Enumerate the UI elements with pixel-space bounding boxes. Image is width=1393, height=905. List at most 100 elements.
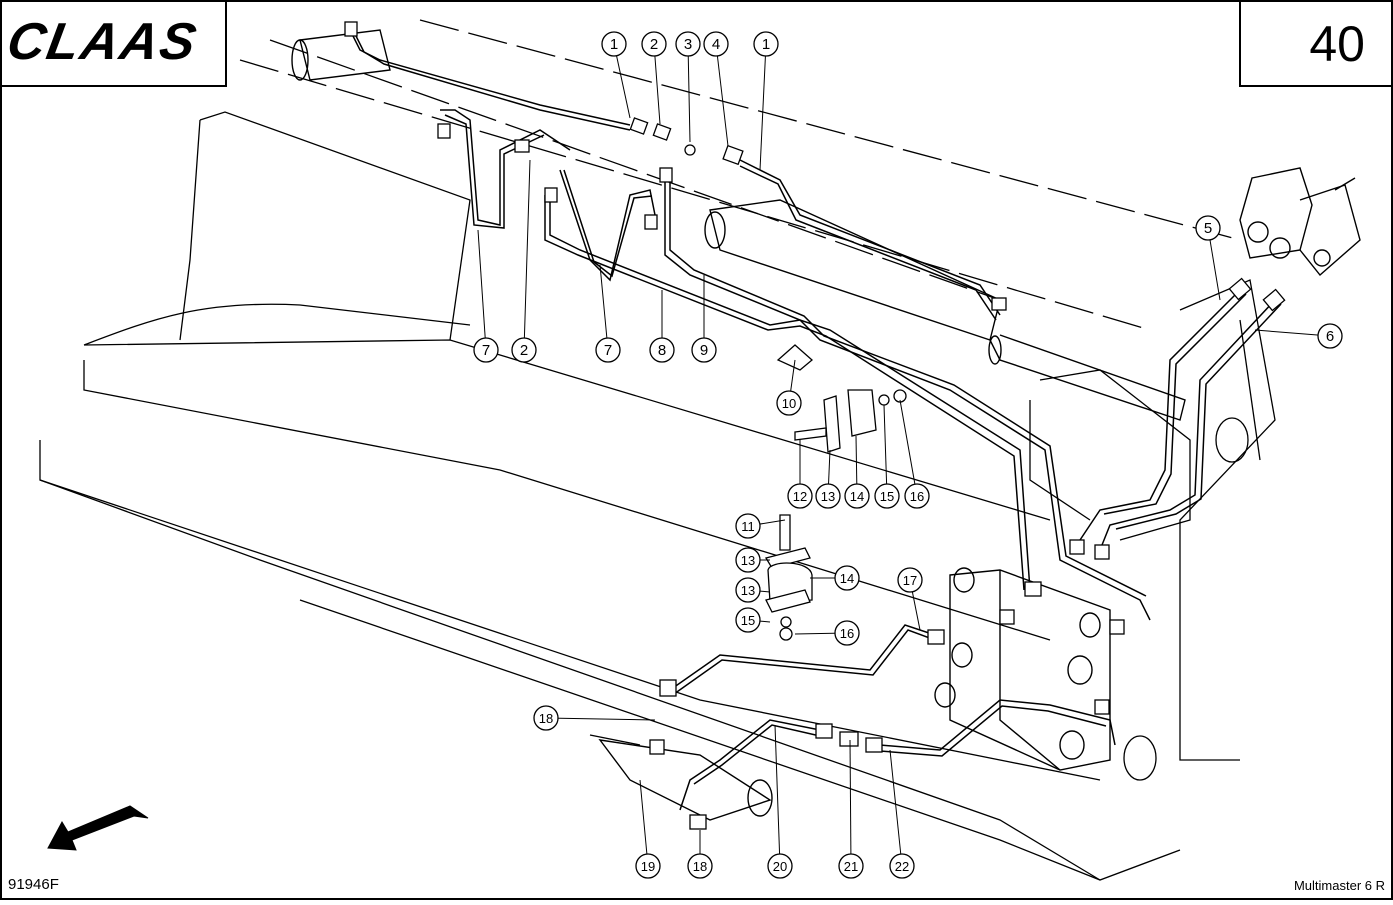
- fitting-15: [1069, 539, 1085, 555]
- callout-circle: [889, 853, 915, 879]
- clamp-plate-upper: [764, 547, 811, 569]
- callout-leader: [759, 43, 767, 171]
- fitting-7: [344, 21, 358, 37]
- callout-label: 12: [793, 489, 807, 504]
- header-left-box: [1, 1, 227, 87]
- pump-port-2: [1269, 237, 1291, 259]
- callout-circle: [703, 31, 729, 57]
- fitting-9: [514, 139, 530, 153]
- frame-diagonal-dash-3: [419, 19, 1241, 241]
- callout-label: 2: [650, 36, 658, 53]
- fitting-21: [839, 731, 859, 747]
- cylinder-top-end: [291, 39, 309, 81]
- fitting-1: [629, 117, 649, 135]
- callout-circle: [897, 567, 923, 593]
- callout-14: 14: [844, 483, 870, 509]
- callout-20: 20: [767, 853, 793, 879]
- callout-label: 13: [821, 489, 835, 504]
- callout-label: 7: [604, 342, 612, 359]
- callout-leader: [715, 43, 729, 147]
- model-name: Multimaster 6 R: [1293, 878, 1385, 893]
- callout-circle: [687, 853, 713, 879]
- callout-circle: [834, 565, 860, 591]
- header-right-box: [1239, 1, 1392, 87]
- line-1-top-2: [353, 31, 631, 131]
- callout-label: 13: [741, 553, 755, 568]
- callout-label: 22: [895, 859, 909, 874]
- pump-body: [1299, 184, 1361, 277]
- fitting-17: [927, 629, 945, 645]
- callout-label: 5: [1204, 220, 1212, 237]
- callout-22: 22: [889, 853, 915, 879]
- callout-leader: [639, 779, 649, 867]
- frame-right-post-2: [1239, 319, 1261, 461]
- line-1-right-2: [739, 165, 997, 321]
- frame-shroud: [83, 303, 471, 346]
- frame-beam-bottom: [83, 360, 1051, 641]
- pump-port-1: [1247, 221, 1269, 243]
- page-number: 40: [1309, 16, 1365, 72]
- line-1-top: [349, 29, 631, 126]
- fitting-4: [722, 144, 744, 166]
- callout-label: 14: [850, 489, 864, 504]
- callout-circle: [1317, 323, 1343, 349]
- line-5-2: [1103, 293, 1247, 515]
- line-7-right-2: [563, 169, 653, 278]
- frame-right-post: [1179, 279, 1276, 761]
- callout-label: 13: [741, 583, 755, 598]
- hydraulic-cylinders: [291, 29, 1186, 821]
- hydraulic-valve-block: [934, 567, 1111, 771]
- frame-diagonal-dash: [269, 39, 1001, 301]
- callout-label: 15: [741, 613, 755, 628]
- clamp-plate-lower: [765, 589, 811, 613]
- line-7-left: [440, 109, 571, 226]
- callout-circle: [641, 31, 667, 57]
- line-9: [664, 175, 1151, 621]
- fitting-19: [649, 739, 665, 755]
- cylinder-bottom-rod: [589, 734, 641, 746]
- callout-leader: [653, 43, 661, 125]
- callout-19: 19: [635, 853, 661, 879]
- callout-18: 18: [533, 705, 559, 731]
- callout-label: 18: [693, 859, 707, 874]
- fitting-23: [689, 814, 707, 830]
- fitting-3: [684, 144, 696, 156]
- callout-3: 3: [675, 31, 701, 57]
- valve-port-6: [1079, 612, 1101, 638]
- clamp-14: [847, 389, 877, 437]
- callout-8: 8: [649, 337, 675, 363]
- frame-box-2: [1029, 400, 1091, 521]
- fitting-8: [437, 123, 451, 139]
- brand-logo: CLAAS: [2, 13, 203, 71]
- fitting-10: [544, 187, 558, 203]
- pump-shaft: [1334, 177, 1356, 191]
- frame-lower-beam-2: [39, 479, 1101, 881]
- callout-17: 17: [897, 567, 923, 593]
- cylinder-bottom-body: [598, 739, 772, 821]
- callout-label: 4: [712, 36, 720, 53]
- clamp-10: [776, 344, 813, 371]
- callout-circle: [735, 547, 761, 573]
- fitting-11: [659, 167, 673, 183]
- nut-lower: [779, 627, 793, 641]
- callout-circle: [511, 337, 537, 363]
- line-7-right: [559, 169, 656, 282]
- callout-4: 4: [703, 31, 729, 57]
- callout-circle: [787, 483, 813, 509]
- fitting-26: [999, 609, 1015, 625]
- callout-label: 17: [903, 573, 917, 588]
- fitting-14: [1024, 581, 1042, 597]
- callout-circle: [735, 577, 761, 603]
- callout-9: 9: [691, 337, 717, 363]
- callout-18: 18: [687, 853, 713, 879]
- line-20-2: [693, 724, 821, 785]
- line-8-2: [544, 195, 1025, 591]
- cylinder-mid-body: [709, 199, 1001, 341]
- callout-label: 9: [700, 342, 708, 359]
- callout-leader: [523, 159, 531, 351]
- washer-lower: [780, 616, 792, 628]
- callout-16: 16: [834, 620, 860, 646]
- clamp-parts: [764, 344, 907, 641]
